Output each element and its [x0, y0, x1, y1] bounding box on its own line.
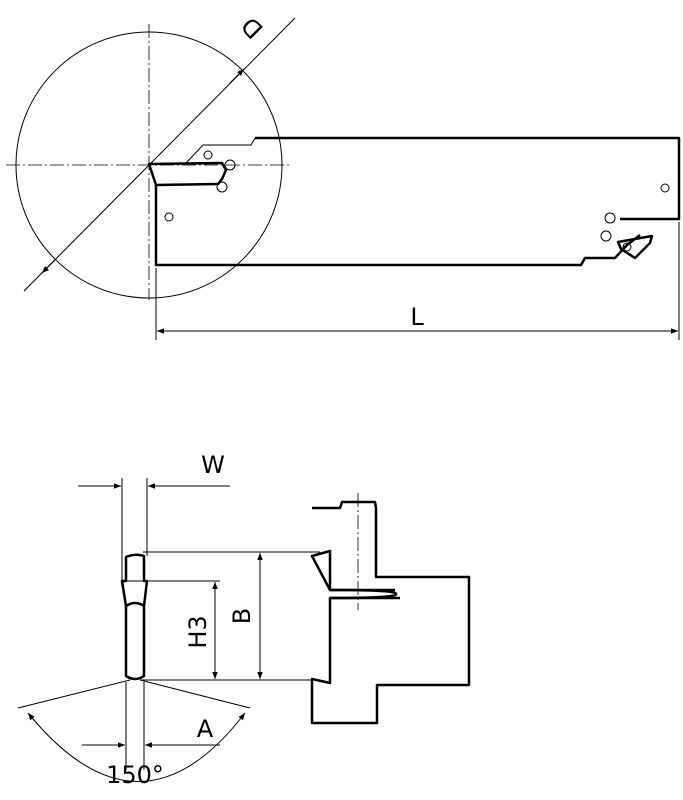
clamp-slot-icon	[604, 212, 616, 224]
hole-icon	[164, 212, 174, 222]
screw	[329, 588, 398, 600]
clamp-slot-icon	[224, 159, 236, 171]
insert-right	[616, 234, 654, 260]
angle-leg-right	[139, 679, 251, 709]
width-label: W	[201, 451, 225, 479]
offset-label: A	[197, 715, 214, 743]
blade-head	[185, 137, 256, 164]
clamp-slot-icon	[600, 230, 612, 242]
top-view: D L	[6, 11, 681, 340]
diameter-arrow-top	[229, 68, 245, 84]
cut-height-label: H3	[184, 615, 212, 648]
blade-section	[120, 553, 149, 681]
clamp-slot-icon	[216, 181, 228, 193]
height-label: B	[228, 608, 256, 624]
length-label: L	[410, 303, 424, 331]
diameter-label: D	[236, 11, 269, 44]
angle-leg-left	[17, 679, 131, 709]
diameter-dimension-line	[23, 17, 296, 292]
insert-left	[147, 161, 228, 187]
blade-body	[154, 136, 681, 267]
hole-icon	[203, 150, 213, 160]
holder-section	[310, 500, 471, 725]
hole-icon	[660, 183, 670, 193]
hole-icon	[622, 242, 632, 252]
front-view: W B H3 A 150°	[17, 451, 471, 789]
diameter-arrow-bottom	[41, 258, 57, 274]
angle-label: 150°	[106, 761, 164, 789]
angle-arc	[27, 712, 246, 782]
